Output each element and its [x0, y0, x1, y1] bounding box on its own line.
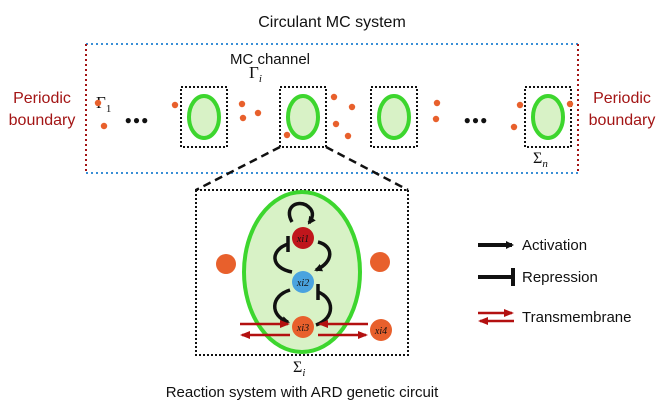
species-xi2-node — [292, 271, 314, 293]
ellipsis-left: ●●● — [125, 113, 150, 127]
species-xi1-node — [292, 227, 314, 249]
zoom-line-left — [195, 145, 281, 192]
activation-xi1-xi2 — [314, 240, 332, 272]
left-boundary-line2: boundary — [9, 112, 76, 129]
legend: Activation Repression Transmembrane — [478, 237, 631, 326]
right-boundary-line2: boundary — [589, 112, 656, 129]
repression-xi2-xi1 — [273, 242, 293, 274]
legend-repression-label: Repression — [522, 269, 598, 286]
self-activation-arrow — [287, 201, 316, 225]
species-xi4-label: xi4 — [374, 326, 387, 337]
cell-1 — [180, 86, 228, 148]
legend-activation-label: Activation — [522, 237, 587, 254]
legend-transmembrane-label: Transmembrane — [522, 309, 631, 326]
species-xi3-label: xi3 — [296, 323, 309, 334]
sigma-n-label: Σn — [533, 150, 548, 170]
zoom-line-right — [325, 145, 409, 192]
species-xi1-label: xi1 — [296, 234, 309, 245]
diagram-title: Circulant MC system — [258, 14, 406, 31]
species-xi2-label: xi2 — [296, 278, 309, 289]
species-xi3-node — [292, 316, 314, 338]
cell-n — [524, 86, 572, 148]
mc-channel-label: MC channel — [230, 51, 310, 68]
caption: Reaction system with ARD genetic circuit — [166, 384, 439, 401]
external-molecule-left — [216, 254, 236, 274]
channel-molecules — [94, 93, 574, 140]
external-molecule-right — [370, 252, 390, 272]
right-boundary-line1: Periodic — [593, 90, 651, 107]
cell-3 — [370, 86, 418, 148]
left-boundary-line1: Periodic — [13, 90, 71, 107]
ellipsis-right: ●●● — [464, 113, 489, 127]
gamma-i-label: Γi — [249, 63, 262, 85]
sigma-i-label: Σi — [293, 359, 305, 379]
right-boundary-label: Periodic boundary — [589, 90, 656, 129]
cell-i — [279, 86, 327, 148]
species-xi4-node — [370, 319, 392, 341]
left-boundary-label: Periodic boundary — [9, 90, 76, 129]
